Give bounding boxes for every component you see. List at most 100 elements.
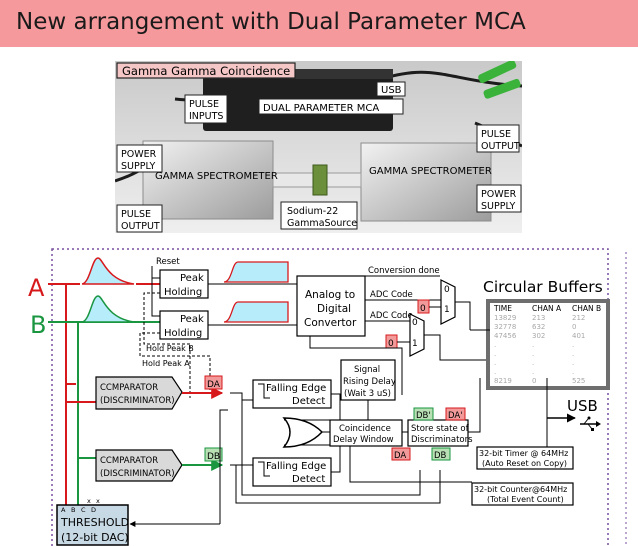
- pulse-b-shape: [81, 295, 135, 323]
- peak-holding-2: [159, 310, 209, 340]
- pulse-output-right-line1: PULSE: [481, 129, 511, 140]
- power-supply-left-line1: POWER: [121, 149, 157, 160]
- hold-peak-a-label: Hold Peak A: [142, 359, 190, 368]
- threshold-wire: [219, 409, 228, 524]
- signal-delay-line3: (Wait 3 uS): [344, 389, 391, 399]
- threshold-pin: D: [91, 506, 96, 514]
- coincidence-line1: Coincidence: [339, 424, 391, 434]
- green-connector: [483, 78, 521, 99]
- falling-edge-2-line2: Detect: [292, 474, 325, 485]
- signal-delay-line1: Signal: [354, 365, 380, 375]
- da-tag-2-text: DA: [394, 451, 406, 461]
- buffer-cell: 8219: [494, 377, 512, 385]
- power-supply-left-line2: SUPPLY: [121, 161, 155, 172]
- title-bar: New arrangement with Dual Parameter MCA: [0, 0, 638, 47]
- held-pulse-1: [223, 261, 289, 283]
- da-tag: [204, 375, 223, 390]
- comparator-b-line1: CCMPARATOR: [100, 456, 158, 466]
- coincidence-box: [329, 419, 403, 447]
- comparator-b: [95, 449, 183, 482]
- da-prime-tag: [445, 407, 466, 421]
- buffer-cell: .: [572, 368, 574, 376]
- pulse-output-left-line1: PULSE: [121, 209, 151, 220]
- peak-holding-2-line2: Holding: [164, 328, 202, 339]
- photo-caption-box: [116, 62, 296, 79]
- pulse-inputs-line1: PULSE: [189, 99, 219, 110]
- buffer-cell: 525: [572, 377, 585, 385]
- power-supply-right-line2: SUPPLY: [481, 201, 515, 212]
- peak-holding-2-line1: Peak: [180, 314, 204, 325]
- pulse-output-right-box: [476, 124, 520, 153]
- photo-caption: Gamma Gamma Coincidence: [122, 64, 290, 78]
- peak-holding-1-line1: Peak: [180, 273, 204, 284]
- mca-label: DUAL PARAMETER MCA: [263, 103, 379, 114]
- buffer-cell: 13829: [494, 314, 516, 322]
- reset-label: Reset: [156, 257, 180, 267]
- pulse-inputs-line2: INPUTS: [189, 111, 223, 122]
- coincidence-line2: Delay Window: [333, 435, 394, 445]
- buffer-cell: 0: [572, 323, 576, 331]
- comparator-a-line2: (DISCRIMINATOR): [100, 396, 175, 406]
- zero-tag-1-text: 0: [420, 304, 426, 314]
- buffer-cell: .: [494, 341, 496, 349]
- hold-peak-a-wire: [139, 332, 211, 390]
- usb-label: USB: [381, 85, 402, 96]
- mca-label-box: [258, 98, 404, 115]
- buffer-cell: .: [572, 341, 574, 349]
- peak-holding-1-line2: Holding: [164, 287, 202, 298]
- mux-1: [440, 279, 456, 325]
- mux-1-in0: 0: [444, 285, 450, 295]
- fe2-to-or: [284, 444, 341, 473]
- db-tag-2: [431, 447, 451, 461]
- counter-box: [471, 482, 574, 506]
- falling-edge-1: [252, 379, 332, 409]
- adc-code-1: ADC Code: [370, 290, 413, 300]
- adc-line1: Analog to: [305, 289, 355, 301]
- da-tag-text: DA: [207, 380, 221, 390]
- spectrometer-left-label: GAMMA SPECTROMETER: [155, 171, 278, 182]
- or-gate: [282, 417, 324, 448]
- buffer-cell: .: [532, 359, 534, 367]
- reset-wire: [151, 266, 160, 317]
- timer-line1: 32-bit Timer @ 64MHz: [479, 449, 568, 458]
- pulse-output-left-box: [116, 204, 163, 233]
- comparator-b-line2: (DISCRIMINATOR): [100, 469, 175, 479]
- buffer-cell: .: [494, 359, 496, 367]
- zero-tag-2-text: 0: [388, 339, 394, 349]
- buffer-cell: .: [532, 368, 534, 376]
- signal-delay-line2: Rising Delay: [343, 377, 396, 387]
- buffer-cell: 302: [532, 332, 545, 340]
- falling-edge-2-line1: Falling Edge: [266, 461, 326, 472]
- mux-1-in1: 1: [444, 305, 450, 315]
- adc-box: [296, 275, 366, 337]
- pulse-output-right-line2: OUTPUT: [481, 141, 520, 152]
- store-to-buffer: [468, 378, 481, 433]
- buffer-cell: 0: [532, 377, 536, 385]
- usb-label-box: [376, 81, 406, 97]
- comparator-a-line1: CCMPARATOR: [100, 383, 158, 393]
- pulse-inputs-box: [184, 94, 228, 124]
- adc-line2: Digital: [317, 303, 351, 315]
- green-connector: [478, 61, 517, 83]
- comparator-a: [95, 376, 183, 410]
- usb-label: USB: [567, 397, 598, 415]
- spectrometer-right-label: GAMMA SPECTROMETER: [369, 166, 492, 177]
- adc-to-store: [309, 336, 403, 395]
- falling-edge-2: [252, 457, 332, 487]
- threshold-x-1: x: [87, 497, 91, 505]
- input-a-label: A: [28, 274, 45, 302]
- hold-peak-b-wire: [143, 292, 191, 398]
- circular-buffers-label: Circular Buffers: [483, 278, 603, 296]
- conversion-done-label: Conversion done: [368, 266, 440, 276]
- signal-delay-box: [340, 359, 396, 401]
- buffer-cell: .: [572, 359, 574, 367]
- buffer-header: CHAN B: [572, 304, 601, 313]
- mux-2-in1: 1: [412, 339, 418, 349]
- store-state-box: [407, 419, 469, 447]
- store-state-line1: Store state of: [411, 424, 470, 434]
- mca-top-edge: [203, 69, 393, 79]
- counter-line2: (Total Event Count): [487, 495, 564, 504]
- buffer-cell: .: [494, 350, 496, 358]
